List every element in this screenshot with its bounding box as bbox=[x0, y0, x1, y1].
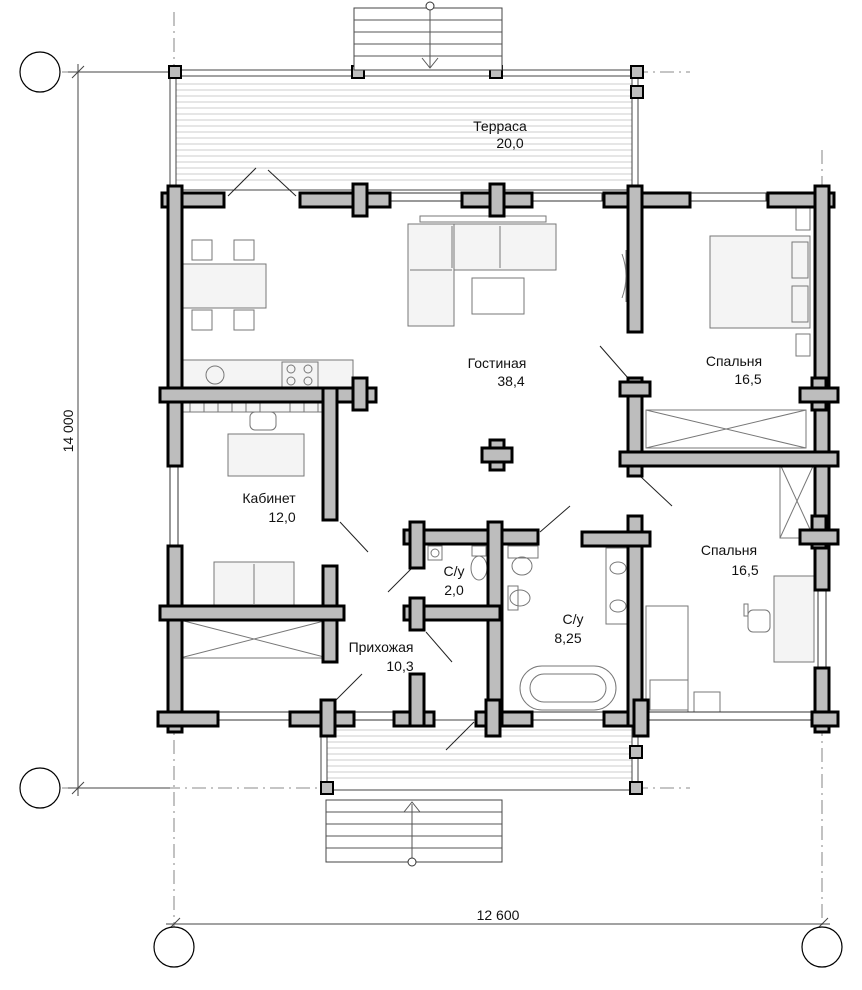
axis-bubbles bbox=[19, 51, 843, 968]
bath-fixtures bbox=[507, 545, 617, 711]
axis-bubble-bottom-1 bbox=[153, 926, 195, 968]
room-wc-label: С/у 2,0 bbox=[444, 563, 465, 598]
porch-bottom bbox=[320, 719, 643, 795]
bathtub-small bbox=[645, 605, 721, 715]
dimension-height-label: 14 000 bbox=[60, 409, 76, 452]
sinks bbox=[605, 547, 631, 625]
bedroom-bottom-name: Спальня bbox=[701, 542, 757, 558]
desk-bedroom bbox=[743, 575, 815, 663]
room-office-label: Кабинет 12,0 bbox=[242, 490, 296, 525]
wardrobe-right bbox=[779, 463, 815, 539]
terrace-area: 20,0 bbox=[496, 135, 523, 151]
double-bed bbox=[709, 207, 811, 357]
terrace bbox=[168, 65, 644, 191]
wardrobe-top bbox=[645, 409, 807, 449]
living-name: Гостиная bbox=[468, 355, 527, 371]
terrace-decking bbox=[176, 83, 636, 181]
office-name: Кабинет bbox=[242, 490, 296, 506]
room-bathroom-label: С/у 8,25 bbox=[554, 611, 583, 646]
terrace-name: Терраса bbox=[473, 118, 527, 134]
hall-name: Прихожая bbox=[349, 639, 414, 655]
axis-bubble-bottom-2 bbox=[801, 926, 843, 968]
stairs-bottom bbox=[325, 799, 503, 867]
room-hall-label: Прихожая 10,3 bbox=[349, 639, 414, 674]
hall-wardrobe bbox=[179, 619, 329, 659]
stairs-top bbox=[353, 1, 503, 71]
walls bbox=[156, 182, 840, 738]
office-area: 12,0 bbox=[268, 509, 295, 525]
room-bedroom-bottom-label: Спальня 16,5 bbox=[701, 542, 759, 578]
kitchen-counter bbox=[180, 359, 354, 391]
axis-bubble-top-left bbox=[19, 51, 61, 93]
bathroom-area: 8,25 bbox=[554, 630, 581, 646]
hall-area: 10,3 bbox=[386, 658, 413, 674]
tv-stand bbox=[621, 250, 627, 302]
wc-area: 2,0 bbox=[444, 582, 464, 598]
office-desk bbox=[227, 411, 305, 477]
room-terrace-label: Терраса 20,0 bbox=[473, 118, 527, 151]
door-swings bbox=[227, 167, 673, 751]
axis-bubble-bottom-left bbox=[19, 767, 61, 809]
room-bedroom-top-label: Спальня 16,5 bbox=[706, 353, 762, 387]
bedroom-bottom-area: 16,5 bbox=[731, 562, 758, 578]
wc-name: С/у bbox=[444, 563, 465, 579]
living-area: 38,4 bbox=[497, 373, 524, 389]
sofa-corner bbox=[407, 215, 557, 327]
dimension-width-label: 12 600 bbox=[477, 907, 520, 923]
bedroom-top-name: Спальня bbox=[706, 353, 762, 369]
room-living-label: Гостиная 38,4 bbox=[468, 355, 527, 389]
dimension-vertical bbox=[68, 64, 170, 796]
center-column bbox=[480, 438, 514, 472]
dining-set bbox=[182, 239, 267, 331]
bedroom-top-area: 16,5 bbox=[734, 371, 761, 387]
bathroom-name: С/у bbox=[563, 611, 584, 627]
office-sofa bbox=[213, 561, 295, 607]
